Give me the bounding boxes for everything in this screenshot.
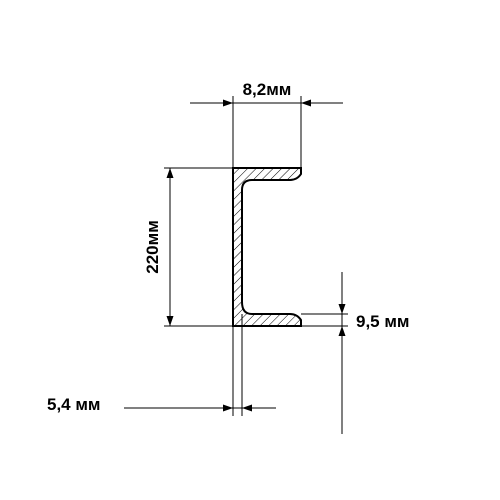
label-flange-width: 8,2мм — [243, 80, 292, 99]
label-flange-thickness: 9,5 мм — [356, 312, 410, 331]
channel-section — [232, 167, 302, 327]
label-height: 220мм — [143, 220, 162, 274]
label-web-thickness: 5,4 мм — [47, 395, 101, 414]
